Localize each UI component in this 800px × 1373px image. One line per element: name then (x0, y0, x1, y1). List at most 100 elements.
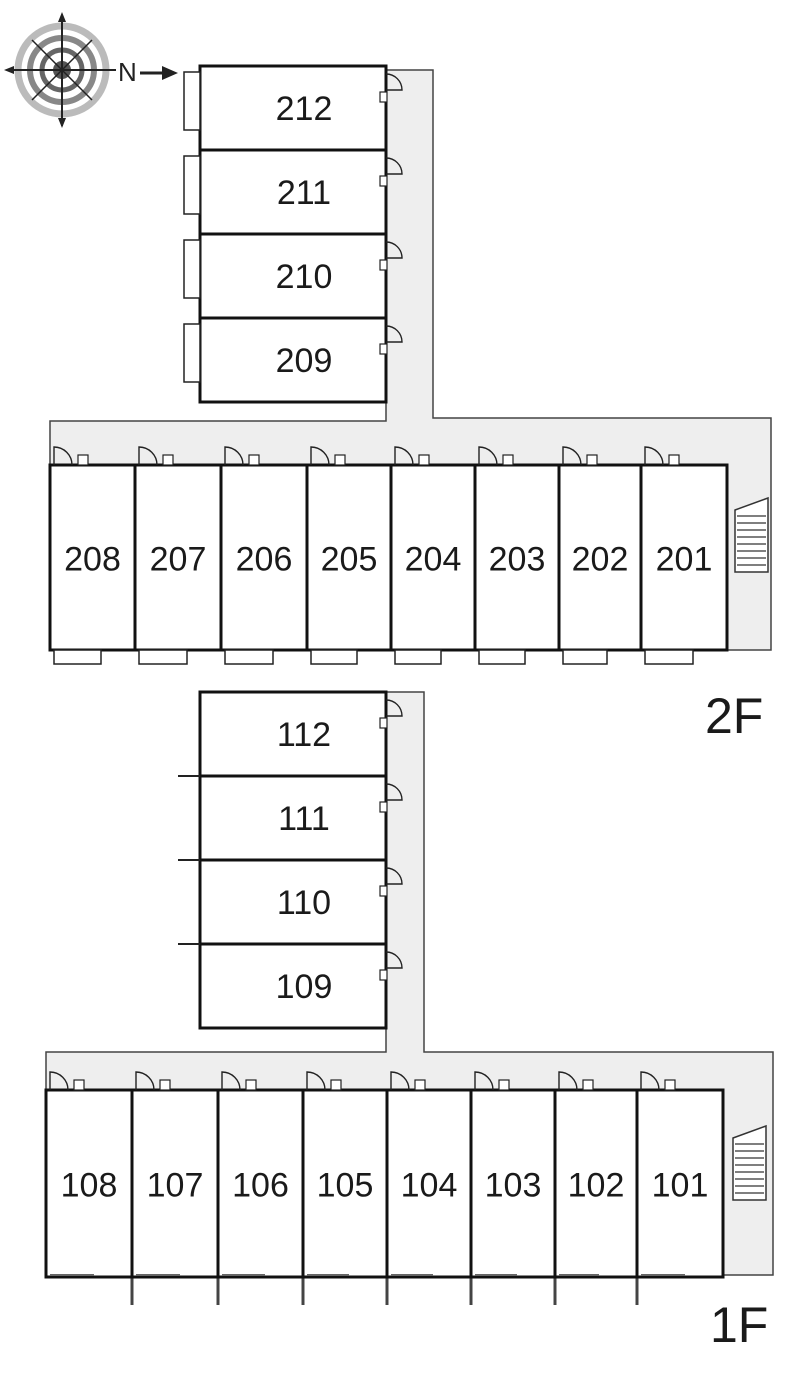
unit-number: 109 (276, 968, 333, 1006)
door-swing-icon (385, 325, 403, 343)
door-icon (379, 91, 388, 103)
door-icon (379, 885, 388, 897)
door-icon (248, 454, 260, 466)
balcony-icon (183, 323, 201, 383)
unit-111: 111 (178, 774, 388, 862)
door-icon (502, 454, 514, 466)
door-swing-icon (385, 951, 403, 969)
door-swing-icon (306, 1071, 326, 1091)
unit-number: 210 (276, 258, 333, 296)
door-icon (418, 454, 430, 466)
balcony-icon (183, 71, 201, 131)
unit-number: 104 (401, 1167, 458, 1205)
door-icon (245, 1079, 257, 1091)
unit-outline (473, 463, 561, 652)
door-swing-icon (135, 1071, 155, 1091)
unit-203: 203 (473, 463, 561, 665)
compass-north-label: N (118, 57, 137, 87)
door-icon (582, 1079, 594, 1091)
unit-103: 103 (469, 1088, 557, 1305)
unit-210: 210 (183, 232, 388, 320)
door-swing-icon (640, 1071, 660, 1091)
unit-number: 203 (489, 541, 546, 579)
staircase-icon (734, 496, 769, 573)
unit-number: 212 (276, 90, 333, 128)
unit-212: 212 (183, 64, 388, 152)
unit-206: 206 (219, 463, 309, 665)
unit-number: 101 (652, 1167, 709, 1205)
door-swing-icon (310, 446, 330, 466)
unit-202: 202 (557, 463, 643, 665)
unit-outline (133, 463, 223, 652)
door-swing-icon (224, 446, 244, 466)
door-icon (586, 454, 598, 466)
unit-208: 208 (48, 463, 137, 665)
door-icon (379, 969, 388, 981)
unit-outline (635, 1088, 725, 1279)
floor-2f: 2F (49, 69, 772, 744)
unit-107: 107 (130, 1088, 220, 1305)
unit-104: 104 (385, 1088, 473, 1305)
door-swing-icon (385, 73, 403, 91)
door-icon (77, 454, 89, 466)
unit-205: 205 (305, 463, 393, 665)
door-swing-icon (385, 241, 403, 259)
unit-number: 206 (236, 541, 293, 579)
door-swing-icon (138, 446, 158, 466)
unit-outline (198, 316, 388, 404)
unit-108: 108 (44, 1088, 134, 1305)
unit-105: 105 (301, 1088, 389, 1305)
balcony-icon (224, 649, 274, 665)
unit-number: 204 (405, 541, 462, 579)
door-swing-icon (221, 1071, 241, 1091)
balcony-icon (183, 155, 201, 215)
door-swing-icon (644, 446, 664, 466)
unit-number: 111 (278, 800, 330, 838)
unit-number: 103 (485, 1167, 542, 1205)
unit-number: 205 (321, 541, 378, 579)
door-icon (379, 175, 388, 187)
balcony-icon (394, 649, 442, 665)
unit-109: 109 (178, 942, 388, 1030)
unit-204: 204 (389, 463, 477, 665)
unit-outline (557, 463, 643, 652)
unit-number: 201 (656, 541, 713, 579)
balcony-icon (562, 649, 608, 665)
unit-201: 201 (639, 463, 729, 665)
door-swing-icon (53, 446, 73, 466)
door-swing-icon (385, 783, 403, 801)
unit-number: 112 (277, 716, 331, 754)
door-icon (334, 454, 346, 466)
north-arrow-icon (140, 66, 178, 80)
unit-outline (198, 148, 388, 236)
unit-112: 112 (198, 690, 388, 778)
unit-106: 106 (216, 1088, 305, 1305)
door-swing-icon (474, 1071, 494, 1091)
door-icon (414, 1079, 426, 1091)
door-swing-icon (49, 1071, 69, 1091)
unit-number: 105 (317, 1167, 374, 1205)
balcony-icon (53, 649, 102, 665)
unit-number: 108 (61, 1167, 118, 1205)
unit-outline (130, 1088, 220, 1279)
unit-outline (48, 463, 137, 652)
door-swing-icon (390, 1071, 410, 1091)
unit-number: 211 (277, 174, 331, 212)
door-swing-icon (394, 446, 414, 466)
unit-110: 110 (178, 858, 388, 946)
unit-outline (198, 942, 388, 1030)
door-swing-icon (558, 1071, 578, 1091)
door-icon (330, 1079, 342, 1091)
unit-outline (198, 232, 388, 320)
door-swing-icon (385, 157, 403, 175)
unit-number: 207 (150, 541, 207, 579)
door-swing-icon (385, 699, 403, 717)
balcony-icon (644, 649, 694, 665)
unit-outline (639, 463, 729, 652)
door-icon (668, 454, 680, 466)
unit-number: 110 (277, 884, 331, 922)
door-icon (379, 343, 388, 355)
